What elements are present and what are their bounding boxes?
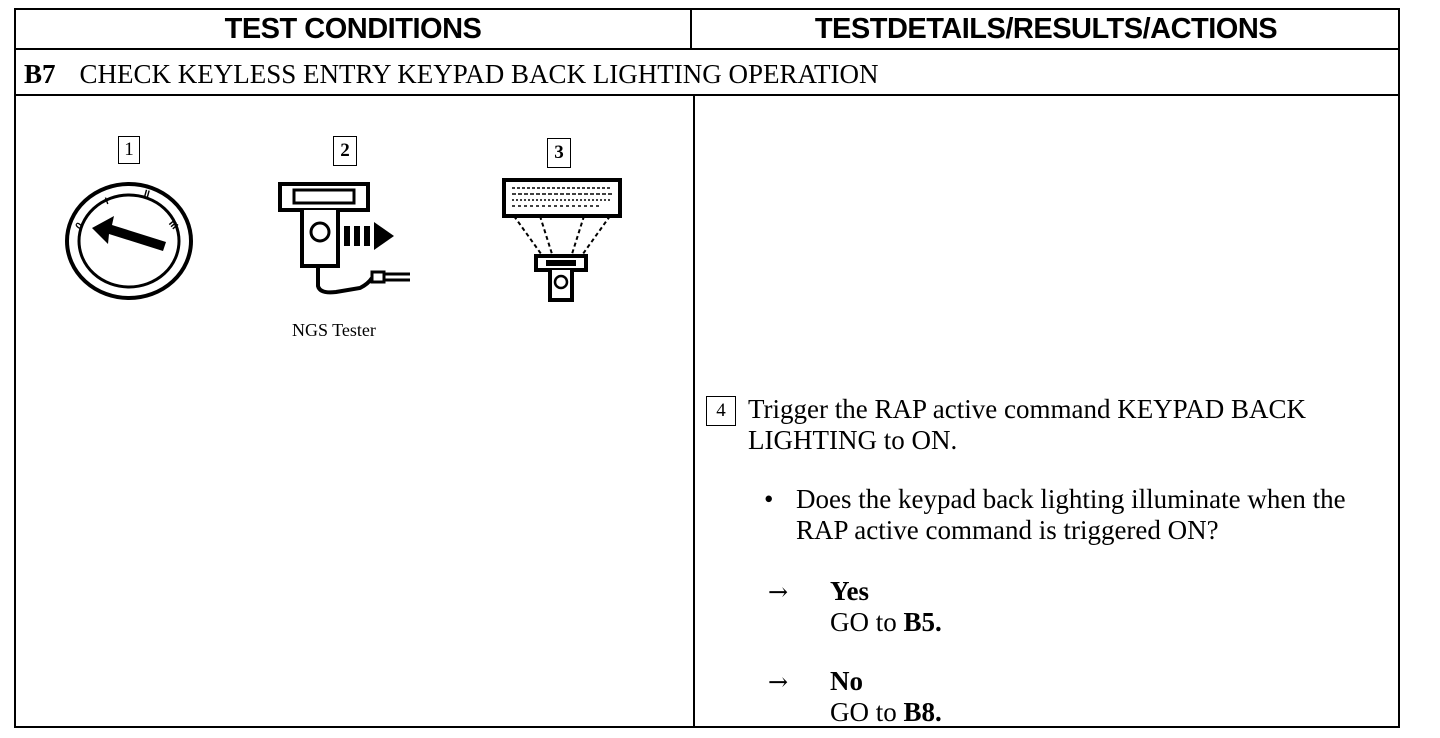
no-answer: No	[830, 666, 863, 697]
instruction-text: Trigger the RAP active command KEYPAD BA…	[748, 394, 1306, 455]
question-bullet: •	[764, 484, 774, 514]
yes-label: Yes	[830, 576, 869, 606]
ignition-mark-0: 0	[74, 220, 86, 232]
tester-screen-icon	[502, 178, 622, 302]
yes-arrow-icon: →	[768, 578, 789, 606]
header-test-conditions: TEST CONDITIONS	[224, 12, 482, 45]
step-title: CHECK KEYLESS ENTRY KEYPAD BACK LIGHTING…	[79, 58, 879, 89]
no-action-target: B8.	[903, 697, 942, 727]
figure-2-number: 2	[333, 136, 357, 166]
ngs-tester-icon	[278, 182, 410, 295]
header-test-details: TESTDETAILS/RESULTS/ACTIONS	[814, 12, 1278, 45]
figure-1-number: 1	[118, 136, 140, 164]
no-label: No	[830, 666, 863, 696]
yes-action-prefix: GO to	[830, 607, 897, 637]
ignition-switch-icon: 0 I II III	[65, 182, 193, 300]
ignition-mark-1: I	[104, 196, 111, 207]
no-arrow-icon: →	[768, 668, 789, 696]
step-4-number: 4	[706, 396, 736, 426]
body-column-divider	[693, 94, 695, 726]
ignition-mark-2: II	[143, 188, 151, 200]
yes-action: GO to B5.	[830, 607, 942, 638]
step-title-row: B7 CHECK KEYLESS ENTRY KEYPAD BACK LIGHT…	[24, 54, 879, 94]
title-divider	[16, 94, 1398, 96]
no-action: GO to B8.	[830, 697, 942, 728]
figure-3-number: 3	[547, 138, 571, 168]
yes-answer: Yes	[830, 576, 869, 607]
no-action-prefix: GO to	[830, 697, 897, 727]
question-text: Does the keypad back lighting illuminate…	[796, 484, 1346, 545]
header-divider	[16, 48, 1398, 50]
figure-2-caption: NGS Tester	[292, 320, 376, 340]
step-id: B7	[24, 58, 56, 89]
yes-action-target: B5.	[903, 607, 942, 637]
header-column-divider	[690, 10, 692, 48]
diagnostic-table: TEST CONDITIONS TESTDETAILS/RESULTS/ACTI…	[14, 8, 1400, 728]
